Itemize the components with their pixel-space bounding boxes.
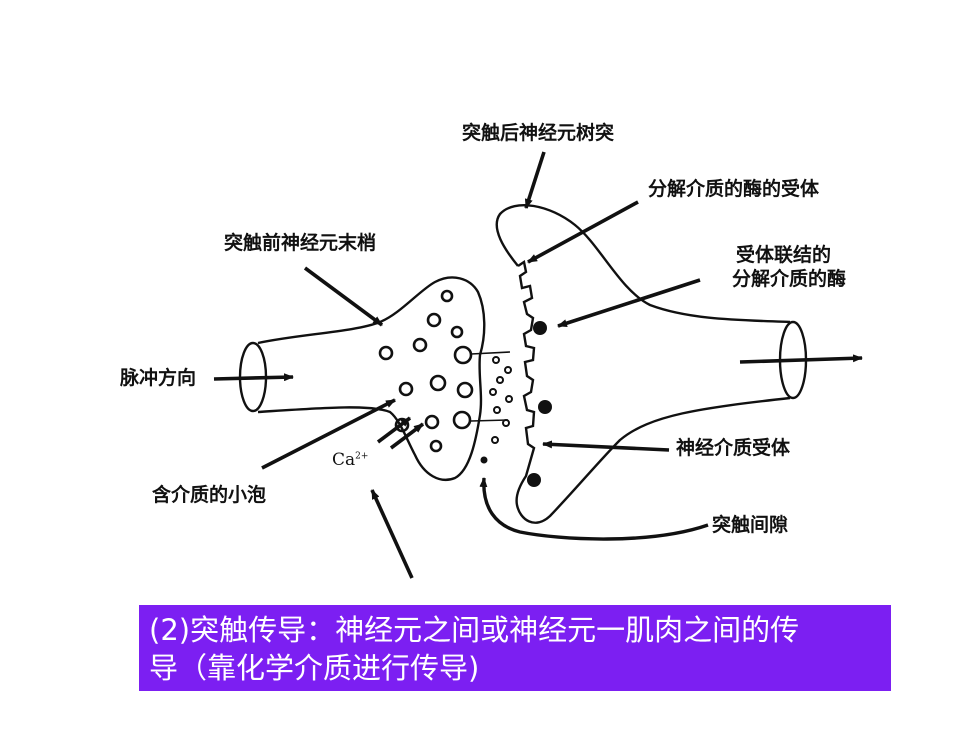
- ion-symbol: Ca: [332, 450, 356, 470]
- transmitter-receptor-label: 神经介质受体: [676, 437, 791, 459]
- receptor-enzymes: [527, 321, 552, 487]
- presynaptic-terminal-label: 突触前神经元末梢: [224, 232, 377, 254]
- vesicle-release-lines: [470, 351, 511, 422]
- calcium-ion-label: Ca2+: [332, 450, 368, 470]
- pointer-arrows: [213, 151, 863, 579]
- receptor-bound-enzyme-line2: 分解介质的酶: [732, 267, 847, 290]
- receptor-bound-enzyme-label: 受体联结的 分解介质的酶: [732, 244, 846, 292]
- caption-line2: 导（靠化学介质进行传导): [149, 651, 480, 685]
- caption-line1: (2)突触传导：神经元之间或神经元一肌肉之间的传: [149, 613, 800, 647]
- released-vesicle: [480, 456, 488, 464]
- receptor-bound-enzyme-line1: 受体联结的: [736, 244, 832, 266]
- synaptic-cleft-label: 突触间隙: [712, 514, 789, 536]
- impulse-direction-label: 脉冲方向: [120, 367, 197, 389]
- ion-charge: 2+: [355, 451, 369, 462]
- postsynaptic-dendrite-label: 突触后神经元树突: [462, 122, 615, 144]
- cleft-pointer-curve: [479, 477, 709, 541]
- caption-box: (2)突触传导：神经元之间或神经元一肌肉之间的传 导（靠化学介质进行传导): [139, 605, 891, 691]
- vesicle-label: 含介质的小泡: [152, 484, 267, 506]
- enzyme-receptor-label: 分解介质的酶的受体: [648, 178, 820, 200]
